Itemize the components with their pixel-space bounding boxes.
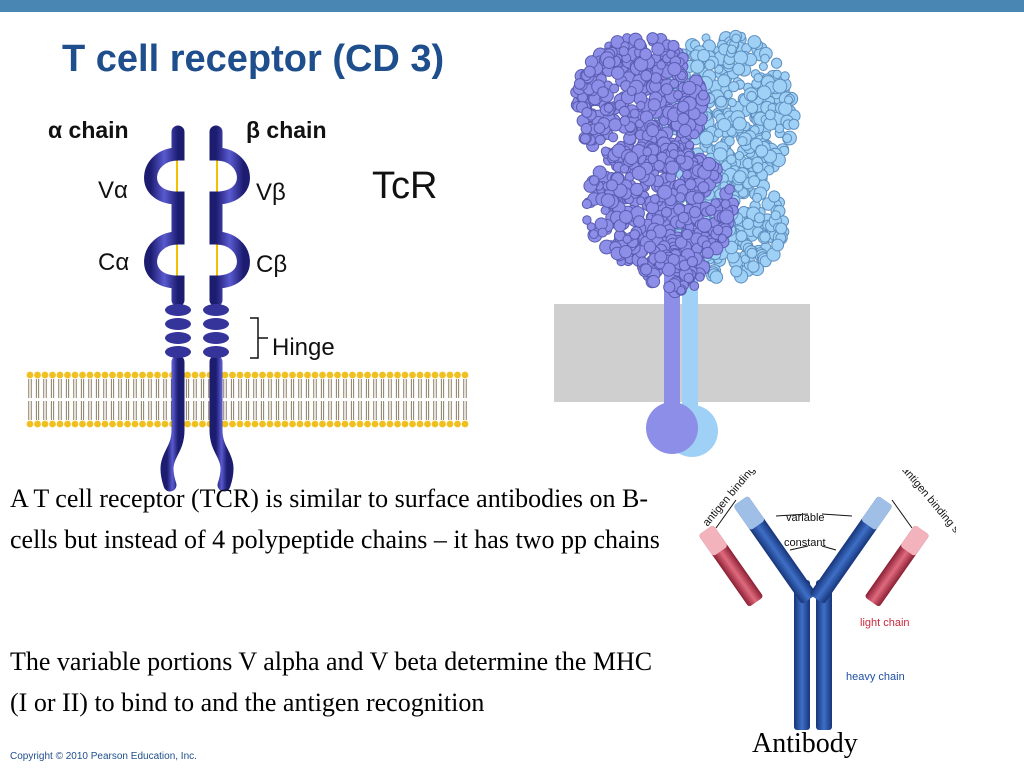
alpha-chain bbox=[144, 125, 185, 492]
heavy-chain-label: heavy chain bbox=[846, 671, 905, 683]
alpha-chain-label: α chain bbox=[48, 117, 129, 143]
c-beta-label: Cβ bbox=[256, 251, 287, 278]
light-chain-label: light chain bbox=[860, 617, 910, 629]
hinge-label: Hinge bbox=[272, 334, 335, 361]
beta-chain-label: β chain bbox=[246, 117, 327, 143]
constant-label: constant bbox=[784, 537, 826, 549]
tcr-diagram: α chain β chain Vα Cα Vβ Cβ Hinge TcR bbox=[26, 117, 469, 492]
v-alpha-label: Vα bbox=[98, 177, 128, 204]
variable-label: variable bbox=[786, 512, 825, 524]
copyright-notice: Copyright © 2010 Pearson Education, Inc. bbox=[10, 751, 197, 762]
beta-chain bbox=[209, 125, 250, 492]
variable-tips-heavy bbox=[734, 496, 892, 530]
tcr-label: TcR bbox=[372, 165, 437, 207]
alpha-chain-structure bbox=[570, 32, 739, 454]
antigen-binding-site-right-label: antigen binding site bbox=[899, 470, 956, 544]
antibody-diagram: antigen binding site antigen binding sit… bbox=[699, 470, 956, 730]
slide-title: T cell receptor (CD 3) bbox=[62, 38, 445, 80]
body-paragraph-2: The variable portions V alpha and V beta… bbox=[10, 647, 653, 717]
tcr-crystal-structure bbox=[554, 29, 810, 457]
heavy-chains bbox=[734, 496, 892, 730]
antibody-arrows bbox=[715, 499, 913, 551]
cell-membrane bbox=[26, 371, 469, 428]
variable-tips-light bbox=[699, 525, 929, 556]
beta-hinge-beads bbox=[203, 304, 229, 358]
body-paragraph-1: A T cell receptor (TCR) is similar to su… bbox=[10, 484, 660, 554]
v-beta-label: Vβ bbox=[256, 179, 286, 206]
top-accent-bar bbox=[0, 0, 1024, 12]
alpha-hinge-beads bbox=[165, 304, 191, 358]
hinge-bracket bbox=[250, 317, 268, 359]
antibody-caption: Antibody bbox=[752, 728, 858, 759]
c-alpha-label: Cα bbox=[98, 249, 129, 276]
